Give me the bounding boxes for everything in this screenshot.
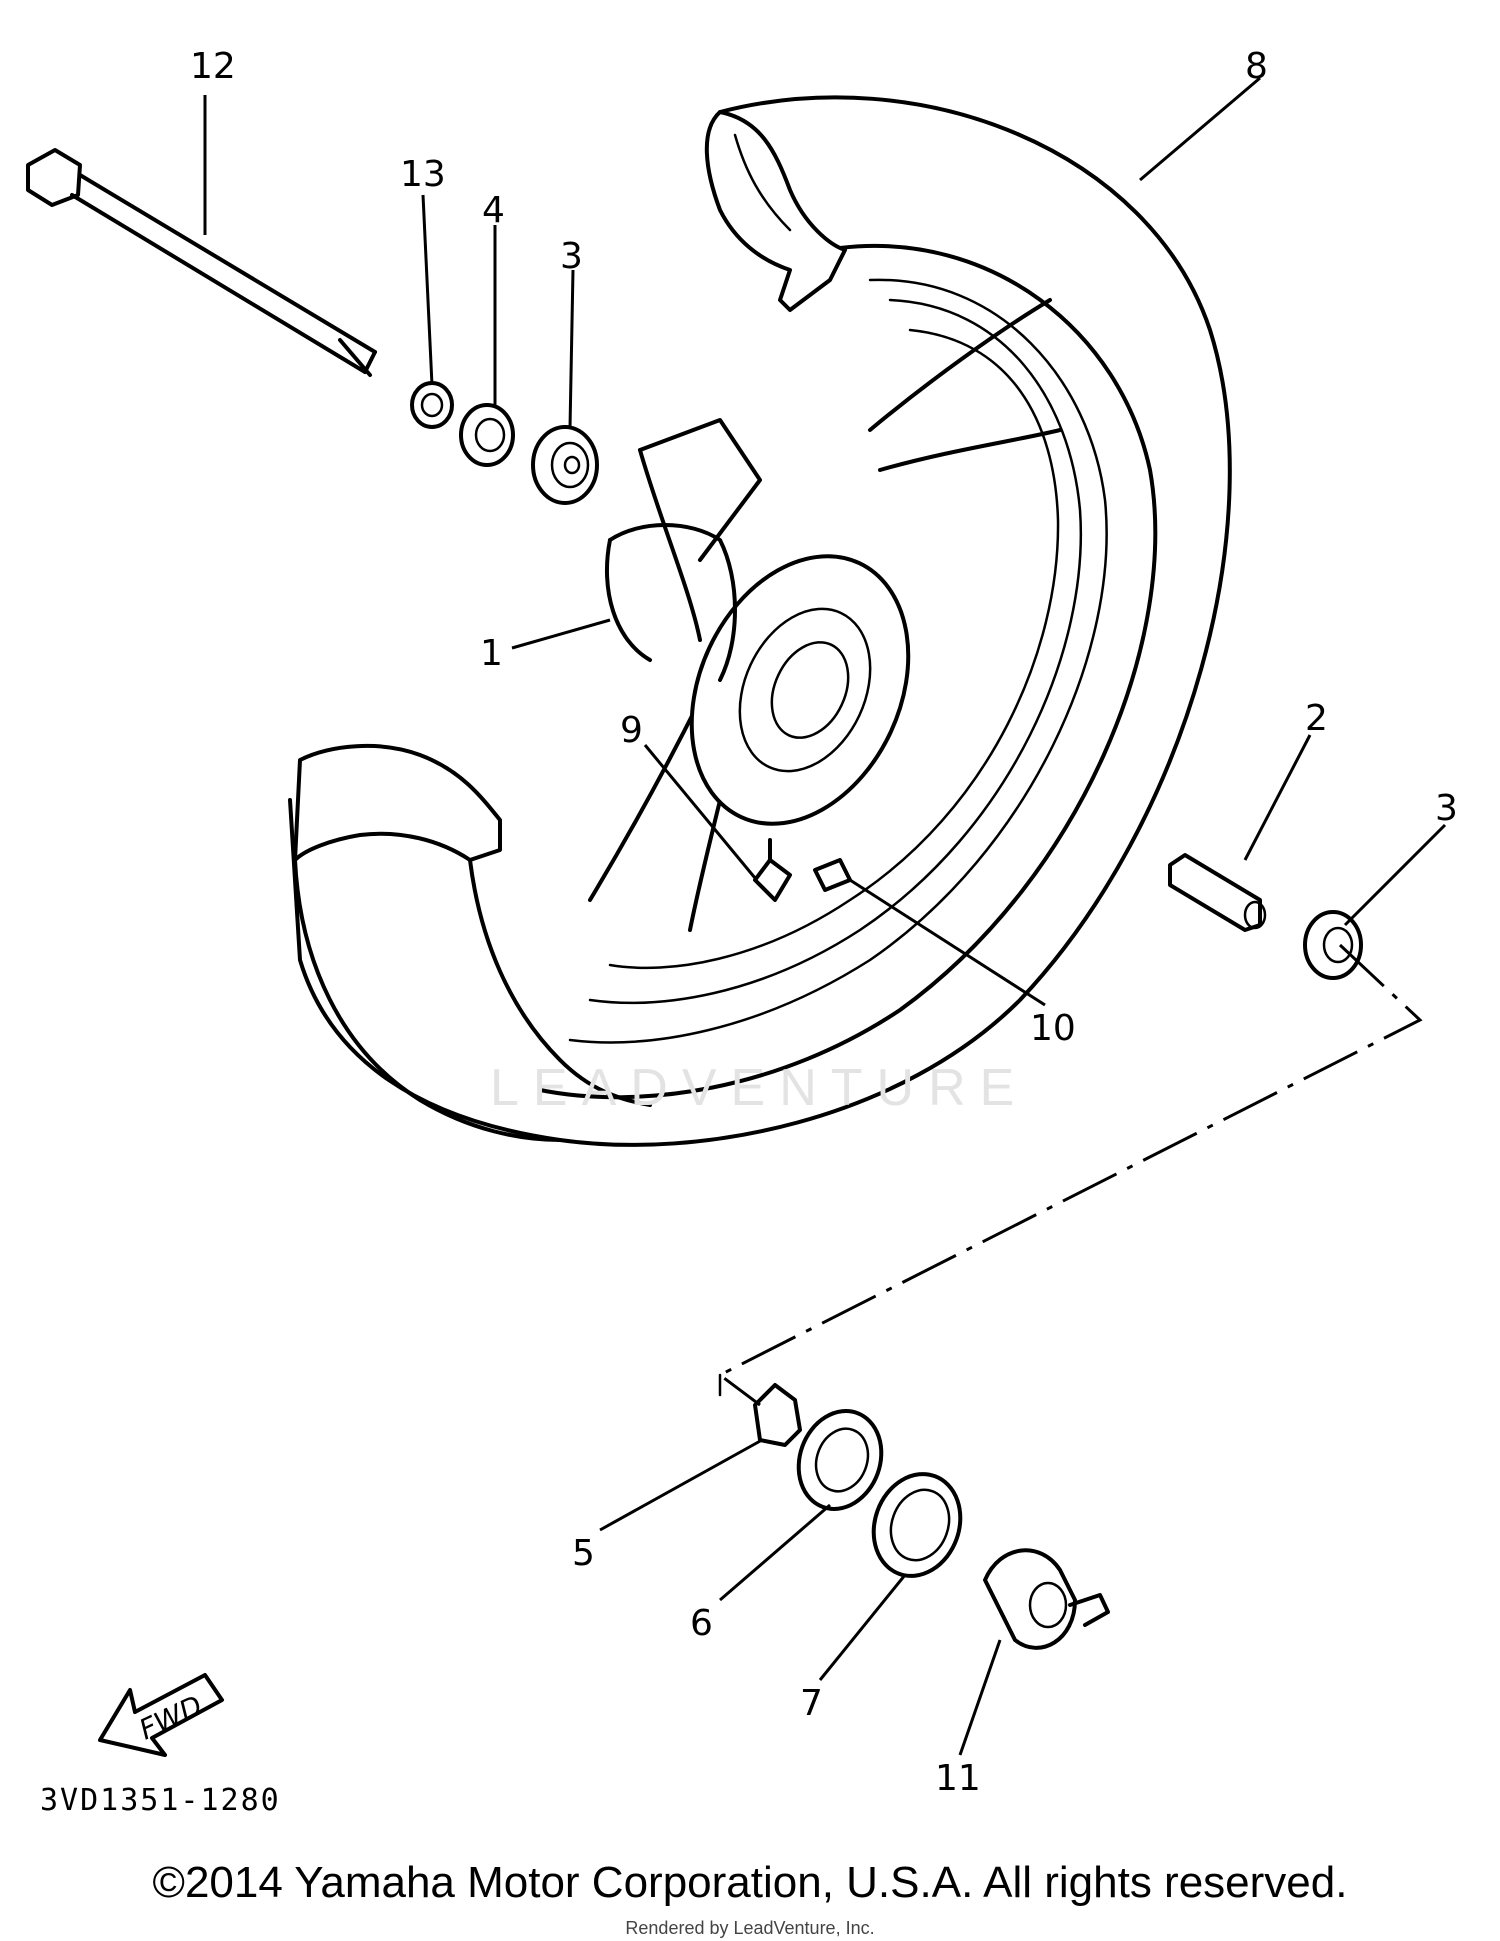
alignment-line (717, 943, 1423, 1407)
diagram-part-code: 3VD1351-1280 (40, 1783, 281, 1818)
callout-3-right: 3 (1435, 788, 1458, 829)
callout-7: 7 (800, 1683, 823, 1724)
callout-3-left: 3 (560, 236, 583, 277)
callout-6: 6 (690, 1603, 713, 1644)
speedometer-drive-parts (753, 1383, 1110, 1650)
fwd-label: FWD (134, 1689, 207, 1747)
fwd-arrow: FWD (98, 1673, 224, 1757)
callout-12: 12 (190, 46, 236, 87)
callout-1: 1 (480, 633, 503, 674)
render-credit: Rendered by LeadVenture, Inc. (625, 1918, 875, 1938)
callout-5: 5 (572, 1533, 595, 1574)
axle-drawing (26, 148, 377, 377)
watermark-text: LEADVENTURE (490, 1059, 1029, 1117)
callout-13: 13 (400, 154, 446, 195)
callout-11: 11 (935, 1758, 981, 1799)
callout-2: 2 (1305, 698, 1328, 739)
copyright-text: ©2014 Yamaha Motor Corporation, U.S.A. A… (152, 1858, 1348, 1907)
callout-8: 8 (1245, 46, 1268, 87)
right-spacer-parts (1168, 853, 1363, 980)
callout-10: 10 (1030, 1008, 1076, 1049)
tire-and-wheel-drawing (288, 95, 1232, 1147)
callout-4: 4 (482, 190, 505, 231)
callout-9: 9 (620, 710, 643, 751)
leader-lines (203, 76, 1447, 1756)
callout-numbers: 12 13 4 3 8 1 9 2 3 10 5 6 7 11 (190, 46, 1458, 1799)
